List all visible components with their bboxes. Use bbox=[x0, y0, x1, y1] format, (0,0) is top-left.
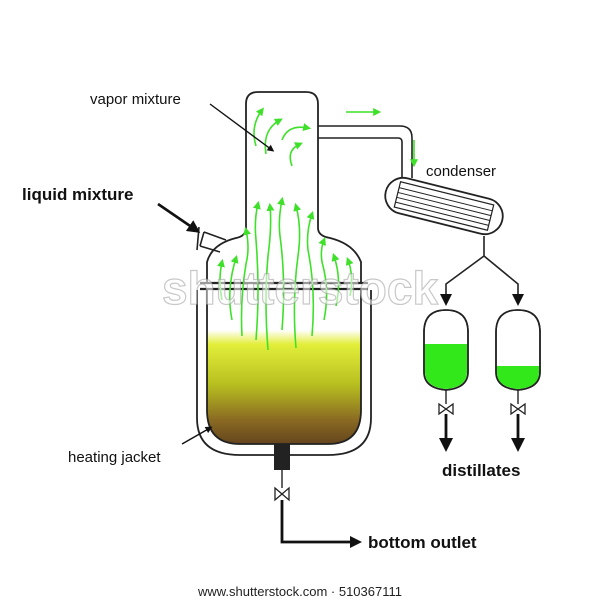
pointer-lines bbox=[157, 103, 275, 445]
head-vapor-arrows bbox=[253, 107, 418, 168]
condenser-outlet-split bbox=[445, 236, 519, 300]
inlet-nozzle bbox=[196, 226, 227, 253]
label-liquid-mixture: liquid mixture bbox=[22, 185, 133, 204]
label-distillates: distillates bbox=[442, 461, 520, 480]
label-vapor-mixture: vapor mixture bbox=[90, 91, 181, 108]
label-condenser: condenser bbox=[426, 163, 496, 180]
receiver-2 bbox=[495, 309, 541, 452]
receiver-1 bbox=[423, 309, 469, 452]
image-footer: www.shutterstock.com · 510367111 bbox=[0, 580, 600, 604]
condenser bbox=[384, 176, 504, 236]
label-bottom-outlet: bottom outlet bbox=[368, 533, 477, 552]
liquid-mixture-fill bbox=[207, 330, 361, 444]
vapor-line bbox=[318, 125, 413, 178]
label-heating-jacket: heating jacket bbox=[68, 449, 161, 466]
bottom-outlet-pipe bbox=[274, 444, 362, 548]
vapor-arrows bbox=[217, 196, 354, 351]
watermark: shutterstock bbox=[162, 262, 438, 314]
vessel-outline bbox=[206, 91, 362, 283]
